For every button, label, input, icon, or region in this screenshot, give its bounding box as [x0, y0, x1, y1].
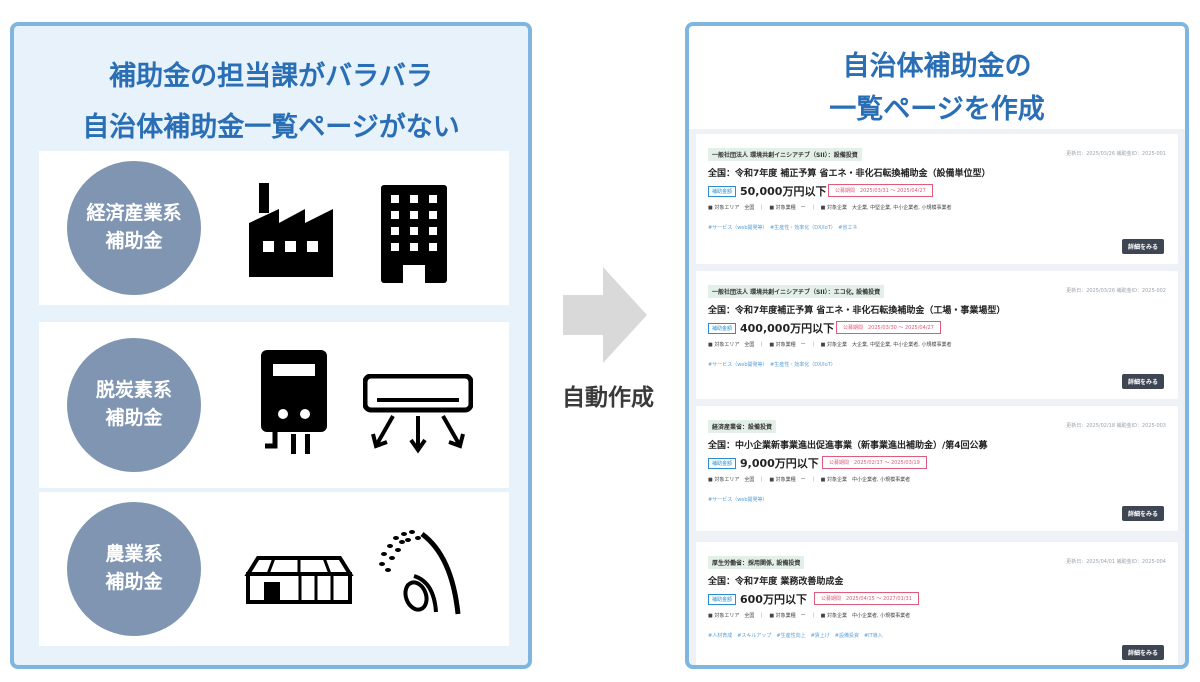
- category-label-line2: 補助金: [105, 407, 163, 429]
- card-tag: 厚生労働省：採用関係, 設備投資: [708, 556, 805, 569]
- card-info: ■ 対象エリア 全国 ｜ ■ 対象業種 ー ｜ ■ 対象企業 大企業, 中堅企業…: [708, 205, 952, 211]
- greenhouse-icon: [244, 556, 354, 604]
- category-label-line2: 補助金: [105, 571, 163, 593]
- left-panel: 補助金の担当課がバラバラ 自治体補助金一覧ページがない 経済産業系 補助金: [10, 22, 532, 669]
- card-period: 公募期間 2025/04/15 ～ 2027/01/31: [814, 592, 919, 605]
- card-period: 公募期間 2025/03/31 ～ 2025/04/27: [828, 184, 933, 197]
- card-period: 公募期間 2025/02/17 ～ 2025/03/19: [822, 456, 927, 469]
- left-title-line2: 自治体補助金一覧ページがない: [82, 112, 460, 143]
- category-box-economy: 経済産業系 補助金: [39, 151, 509, 305]
- detail-button[interactable]: 詳細をみる: [1121, 374, 1164, 389]
- card-info: ■ 対象エリア 全国 ｜ ■ 対象業種 ー ｜ ■ 対象企業 中小企業者, 小規…: [708, 613, 911, 619]
- card-info: ■ 対象エリア 全国 ｜ ■ 対象業種 ー ｜ ■ 対象企業 大企業, 中堅企業…: [708, 342, 952, 348]
- card-meta: 更新日：2025/03/26 補助金ID：2025-002: [1066, 288, 1166, 294]
- air-conditioner-icon: [363, 374, 473, 454]
- card-title[interactable]: 全国：令和7年度 補正予算 省エネ・非化石転換補助金（設備単位型）: [708, 169, 991, 179]
- card-amount: 9,000万円以下: [740, 457, 819, 470]
- category-box-decarbon: 脱炭素系 補助金: [39, 322, 509, 488]
- card-kind-badge: 補助金額: [708, 323, 737, 334]
- category-box-agriculture: 農業系 補助金: [39, 492, 509, 646]
- right-panel-header: 自治体補助金の 一覧ページを作成: [689, 26, 1185, 129]
- card-amount: 400,000万円以下: [740, 322, 835, 335]
- category-label-line1: 農業系: [105, 543, 163, 566]
- card-title[interactable]: 全国：令和7年度 業務改善助成金: [708, 577, 844, 587]
- card-period: 公募期間 2025/03/30 ～ 2025/04/27: [836, 321, 941, 334]
- left-title-line1: 補助金の担当課がバラバラ: [109, 61, 433, 92]
- right-title-line1: 自治体補助金の: [842, 51, 1032, 82]
- subsidy-card: 厚生労働省：採用関係, 設備投資 更新日：2025/04/01 補助金ID：20…: [696, 542, 1178, 665]
- category-label-line1: 脱炭素系: [95, 379, 172, 402]
- category-circle-agriculture: 農業系 補助金: [67, 502, 201, 636]
- rice-plant-icon: [379, 530, 461, 615]
- subsidy-card: 一般社団法人 環境共創イニシアチブ（SII）：エコ化, 設備投資 更新日：202…: [696, 271, 1178, 399]
- auto-create-label: 自動作成: [562, 385, 654, 411]
- water-heater-icon: [261, 350, 327, 454]
- subsidy-card: 一般社団法人 環境共創イニシアチブ（SII）：設備投資 更新日：2025/03/…: [696, 134, 1178, 264]
- subsidy-card: 経済産業省：設備投資 更新日：2025/02/18 補助金ID：2025-003…: [696, 406, 1178, 531]
- category-circle-decarbon: 脱炭素系 補助金: [67, 338, 201, 472]
- category-label-line2: 補助金: [105, 230, 163, 252]
- card-title[interactable]: 全国：令和7年度補正予算 省エネ・非化石転換補助金（工場・事業場型）: [708, 306, 1006, 316]
- right-arrow-icon: [563, 267, 647, 363]
- factory-icon: [249, 183, 333, 277]
- detail-button[interactable]: 詳細をみる: [1121, 239, 1164, 254]
- card-meta: 更新日：2025/04/01 補助金ID：2025-004: [1066, 559, 1166, 565]
- card-tag: 経済産業省：設備投資: [708, 420, 777, 433]
- card-hashtags[interactable]: #人材育成 #スキルアップ #生産性向上 #賃上げ #設備投資 #IT導入: [708, 633, 883, 639]
- card-kind-badge: 補助金額: [708, 186, 737, 197]
- right-title-line2: 一覧ページを作成: [829, 94, 1045, 125]
- card-amount: 50,000万円以下: [740, 185, 827, 198]
- card-amount: 600万円以下: [740, 593, 807, 606]
- card-hashtags[interactable]: #サービス（web開発等） #生産性・効率化（DX/IoT）: [708, 362, 836, 368]
- detail-button[interactable]: 詳細をみる: [1121, 506, 1164, 521]
- card-meta: 更新日：2025/03/26 補助金ID：2025-001: [1066, 151, 1166, 157]
- card-tag: 一般社団法人 環境共創イニシアチブ（SII）：設備投資: [708, 148, 862, 161]
- category-label-line1: 経済産業系: [86, 202, 182, 225]
- detail-button[interactable]: 詳細をみる: [1121, 645, 1164, 660]
- category-circle-economy: 経済産業系 補助金: [67, 161, 201, 295]
- card-meta: 更新日：2025/02/18 補助金ID：2025-003: [1066, 423, 1166, 429]
- card-hashtags[interactable]: #サービス（web開発等） #生産性・効率化（DX/IoT） #省エネ: [708, 225, 858, 231]
- card-kind-badge: 補助金額: [708, 458, 737, 469]
- card-kind-badge: 補助金額: [708, 594, 737, 605]
- card-title[interactable]: 全国：中小企業新事業進出促進事業（新事業進出補助金）/第4回公募: [708, 441, 988, 451]
- card-hashtags[interactable]: #サービス（web開発等）: [708, 497, 768, 503]
- card-tag: 一般社団法人 環境共創イニシアチブ（SII）：エコ化, 設備投資: [708, 285, 885, 298]
- office-building-icon: [381, 185, 447, 283]
- card-info: ■ 対象エリア 全国 ｜ ■ 対象業種 ー ｜ ■ 対象企業 中小企業者, 小規…: [708, 477, 911, 483]
- right-panel: 自治体補助金の 一覧ページを作成 一般社団法人 環境共創イニシアチブ（SII）：…: [685, 22, 1189, 669]
